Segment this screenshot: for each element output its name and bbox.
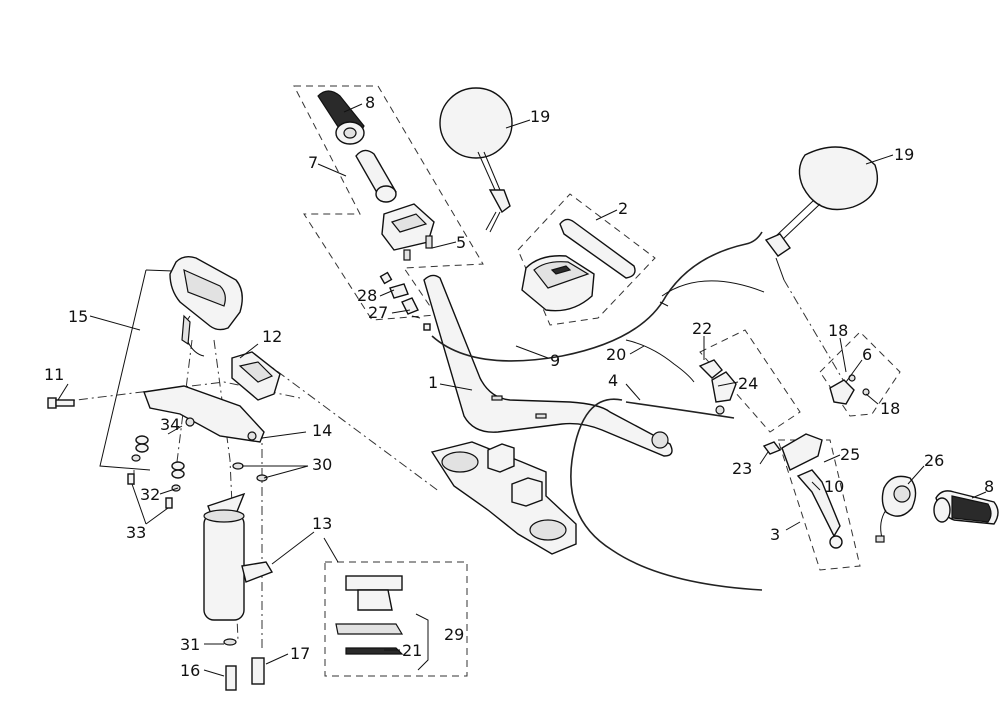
- callout-13: 13: [312, 514, 332, 533]
- callout-23: 23: [732, 459, 752, 478]
- grommets-and-screws: [127, 435, 268, 509]
- callout-12: 12: [262, 327, 282, 346]
- callout-1: 1: [428, 373, 438, 392]
- callout-9: 9: [550, 351, 560, 370]
- callout-24: 24: [738, 374, 758, 393]
- leader-lines: [57, 103, 987, 677]
- callout-26: 26: [924, 451, 944, 470]
- display-15: [169, 255, 243, 357]
- bolt-11: [47, 397, 75, 409]
- callout-10: 10: [824, 477, 844, 496]
- bracket-12-14: [143, 351, 281, 443]
- callout-7: 7: [308, 153, 318, 172]
- callout-30: 30: [312, 455, 332, 474]
- callout-8-left: 8: [365, 93, 375, 112]
- callout-18-bottom: 18: [880, 399, 900, 418]
- callout-2: 2: [618, 199, 628, 218]
- callout-19-left: 19: [530, 107, 550, 126]
- right-grip-and-housing: [875, 475, 999, 543]
- callout-29: 29: [444, 625, 464, 644]
- left-grip: [317, 90, 365, 145]
- callout-33: 33: [126, 523, 146, 542]
- callout-21: 21: [402, 641, 422, 660]
- callout-27: 27: [368, 303, 388, 322]
- callout-16: 16: [180, 661, 200, 680]
- callout-31: 31: [180, 635, 200, 654]
- callout-6: 6: [862, 345, 872, 364]
- callout-17: 17: [290, 644, 310, 663]
- clutch-parts: [698, 359, 870, 549]
- callout-4: 4: [608, 371, 618, 390]
- triple-clamp: [430, 441, 577, 555]
- throttle-housing: [381, 203, 435, 261]
- callout-11: 11: [44, 365, 64, 384]
- callout-22: 22: [692, 319, 712, 338]
- callout-34: 34: [160, 415, 180, 434]
- throttle-tube: [355, 149, 397, 203]
- callout-19-right: 19: [894, 145, 914, 164]
- callout-14: 14: [312, 421, 332, 440]
- cables: [431, 231, 765, 591]
- left-mirror: [439, 87, 513, 233]
- callout-18-top: 18: [828, 321, 848, 340]
- callout-15: 15: [68, 307, 88, 326]
- callout-20: 20: [606, 345, 626, 364]
- callout-28: 28: [357, 286, 377, 305]
- screws-28-27: [379, 271, 431, 331]
- callout-8-right: 8: [984, 477, 994, 496]
- ignition-switch-13: [203, 492, 274, 691]
- handlebar: [423, 274, 673, 457]
- callout-32: 32: [140, 485, 160, 504]
- right-mirror: [764, 146, 879, 281]
- lock-set-box: [335, 575, 404, 655]
- callout-5: 5: [456, 233, 466, 252]
- callout-25: 25: [840, 445, 860, 464]
- right-switch: [521, 218, 636, 312]
- callout-labels: 1 2 3 4 5 6 7 8 8 9 10 11 12 13 14 15 16…: [44, 93, 994, 680]
- callout-3: 3: [770, 525, 780, 544]
